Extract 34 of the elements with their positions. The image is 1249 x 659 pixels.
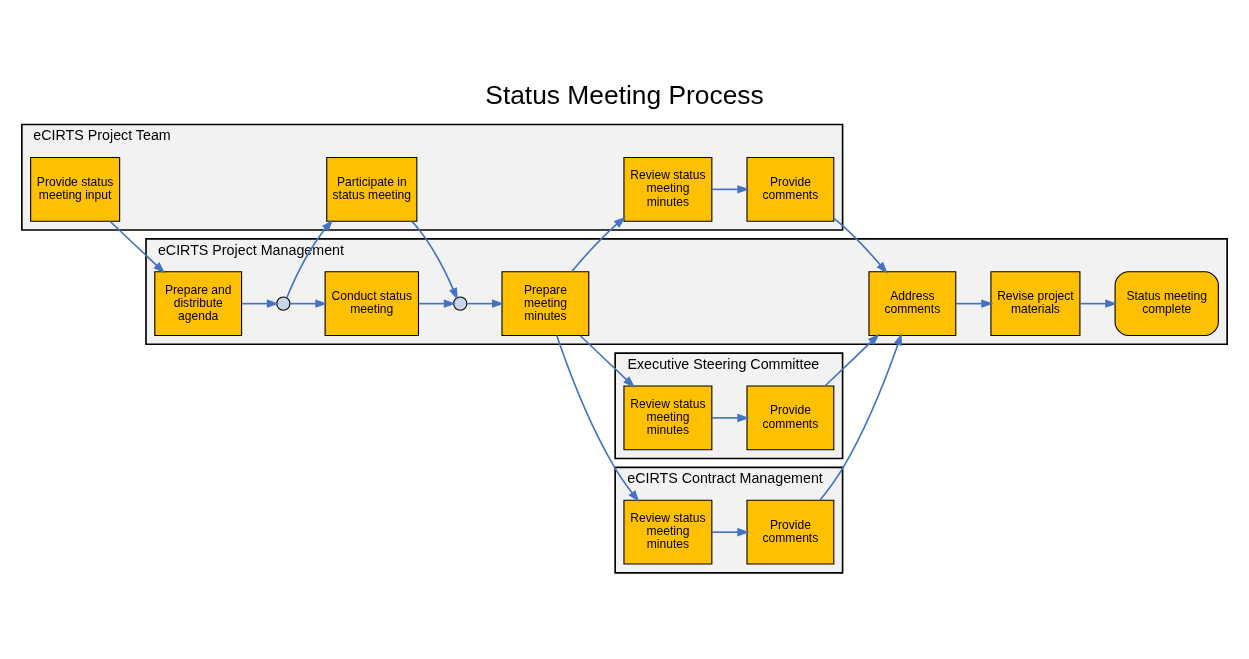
node-box: Review status meeting minutes [623,499,713,565]
node-box: Review status meeting minutes [623,156,713,222]
node-box: Review status meeting minutes [623,384,713,450]
node-box: Provide comments [746,499,835,565]
arrow [819,332,902,501]
diagram-title: Status Meeting Process [485,79,764,110]
arrow [570,216,626,272]
node-circle [276,296,291,311]
arrow [711,413,750,422]
arrow [417,298,456,308]
arrow [555,334,640,502]
node-box: Provide comments [746,384,835,450]
node-box: Conduct status meeting [324,270,420,336]
arrow [289,298,328,308]
node-box: Prepare and distribute agenda [154,270,243,336]
arrow [824,333,880,387]
arrow [711,527,750,536]
arrow [240,298,279,308]
node-box: Address comments [868,270,957,336]
arrow [955,298,994,308]
node-box: Participate in status meeting [326,156,418,222]
node-box: Status meeting complete [1114,270,1219,336]
arrow [109,220,166,273]
arrow [711,184,750,194]
arrow [466,298,505,308]
arrow [833,216,888,274]
node-box: Provide status meeting input [30,156,121,222]
node-box: Prepare meeting minutes [501,270,590,336]
arrow [411,220,458,300]
node-circle [453,296,468,311]
node-box: Revise project materials [990,270,1081,336]
arrow [1079,298,1118,308]
node-box: Provide comments [746,156,835,222]
arrow [579,334,636,388]
